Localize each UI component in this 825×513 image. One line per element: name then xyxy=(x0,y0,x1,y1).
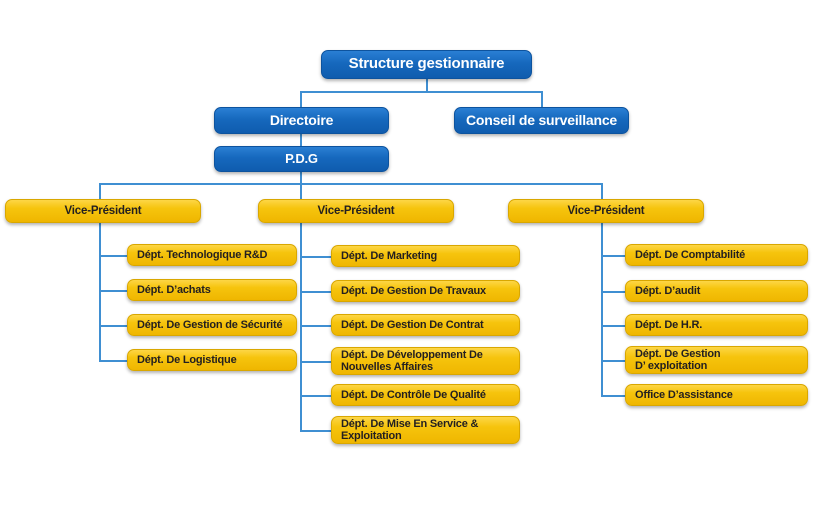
node-label: Vice-Président xyxy=(317,204,395,217)
node-label: Dépt. De Contrôle De Qualité xyxy=(341,388,486,401)
node-label: Dépt. De Comptabilité xyxy=(635,248,746,261)
node-dept-developpement-nouvelles-affaires[interactable]: Dépt. De Développement De Nouvelles Affa… xyxy=(331,347,520,375)
connector-vp3-down xyxy=(601,183,603,199)
connector-directoire-down xyxy=(300,91,302,108)
connector-col1-stub xyxy=(99,255,127,257)
connector-col2-stub xyxy=(300,395,331,397)
connector-level2-bus xyxy=(300,91,543,93)
connector-col3-stub xyxy=(601,325,625,327)
node-dept-comptabilite[interactable]: Dépt. De Comptabilité xyxy=(625,244,808,266)
node-label: Dépt. De Logistique xyxy=(137,353,237,366)
node-dept-gestion-travaux[interactable]: Dépt. De Gestion De Travaux xyxy=(331,280,520,302)
node-label: Dépt. De H.R. xyxy=(635,318,703,331)
node-label: Dépt. De Développement De Nouvelles Affa… xyxy=(341,348,483,373)
node-conseil-de-surveillance[interactable]: Conseil de surveillance xyxy=(454,107,629,134)
connector-col2-stub xyxy=(300,361,331,363)
connector-col1-stub xyxy=(99,290,127,292)
node-label: Vice-Président xyxy=(64,204,142,217)
node-label: Conseil de surveillance xyxy=(465,111,618,128)
node-dept-hr[interactable]: Dépt. De H.R. xyxy=(625,314,808,336)
node-label: Dépt. De Gestion D’ exploitation xyxy=(635,347,721,372)
connector-root-down xyxy=(426,78,428,91)
node-dept-gestion-contrat[interactable]: Dépt. De Gestion De Contrat xyxy=(331,314,520,336)
connector-col2-stub xyxy=(300,256,331,258)
connector-col3-trunk xyxy=(601,223,603,395)
node-dept-gestion-exploitation[interactable]: Dépt. De Gestion D’ exploitation xyxy=(625,346,808,374)
connector-col2-stub xyxy=(300,325,331,327)
node-dept-gestion-securite[interactable]: Dépt. De Gestion de Sécurité xyxy=(127,314,297,336)
connector-vp2-down xyxy=(300,183,302,199)
node-label: Dépt. D’achats xyxy=(137,283,211,296)
connector-col1-trunk xyxy=(99,223,101,361)
connector-conseil-down xyxy=(541,91,543,108)
node-label: Vice-Président xyxy=(567,204,645,217)
node-vice-president-2[interactable]: Vice-Président xyxy=(258,199,454,223)
node-label: Dépt. D’audit xyxy=(635,284,701,297)
node-label: Dépt. Technologique R&D xyxy=(137,248,268,261)
node-label: Dépt. De Gestion de Sécurité xyxy=(137,318,283,331)
connector-vp-bus xyxy=(99,183,602,185)
node-label: Dépt. De Mise En Service & Exploitation xyxy=(341,417,479,442)
node-dept-achats[interactable]: Dépt. D’achats xyxy=(127,279,297,301)
node-vice-president-1[interactable]: Vice-Président xyxy=(5,199,201,223)
connector-pdg-down xyxy=(300,172,302,183)
node-dept-marketing[interactable]: Dépt. De Marketing xyxy=(331,245,520,267)
node-label: Dépt. De Gestion De Travaux xyxy=(341,284,486,297)
node-dept-mise-en-service-exploitation[interactable]: Dépt. De Mise En Service & Exploitation xyxy=(331,416,520,444)
connector-col1-stub xyxy=(99,360,127,362)
node-dept-controle-qualite[interactable]: Dépt. De Contrôle De Qualité xyxy=(331,384,520,406)
node-vice-president-3[interactable]: Vice-Président xyxy=(508,199,704,223)
node-pdg[interactable]: P.D.G xyxy=(214,146,389,172)
node-office-assistance[interactable]: Office D’assistance xyxy=(625,384,808,406)
node-structure-gestionnaire[interactable]: Structure gestionnaire xyxy=(321,50,532,79)
node-label: Directoire xyxy=(269,111,334,128)
connector-col3-stub xyxy=(601,255,625,257)
connector-col3-stub xyxy=(601,360,625,362)
connector-vp1-down xyxy=(99,183,101,199)
connector-directoire-pdg xyxy=(300,134,302,147)
node-label: Structure gestionnaire xyxy=(348,55,505,73)
node-label: Dépt. De Gestion De Contrat xyxy=(341,318,484,331)
connector-col2-stub xyxy=(300,430,331,432)
connector-col1-stub xyxy=(99,325,127,327)
node-label: P.D.G xyxy=(285,150,318,166)
node-dept-audit[interactable]: Dépt. D’audit xyxy=(625,280,808,302)
node-label: Dépt. De Marketing xyxy=(341,249,438,262)
connector-col3-stub xyxy=(601,395,625,397)
node-dept-technologique-rd[interactable]: Dépt. Technologique R&D xyxy=(127,244,297,266)
node-label: Office D’assistance xyxy=(635,388,733,401)
connector-col3-stub xyxy=(601,291,625,293)
node-dept-logistique[interactable]: Dépt. De Logistique xyxy=(127,349,297,371)
connector-col2-stub xyxy=(300,291,331,293)
node-directoire[interactable]: Directoire xyxy=(214,107,389,134)
